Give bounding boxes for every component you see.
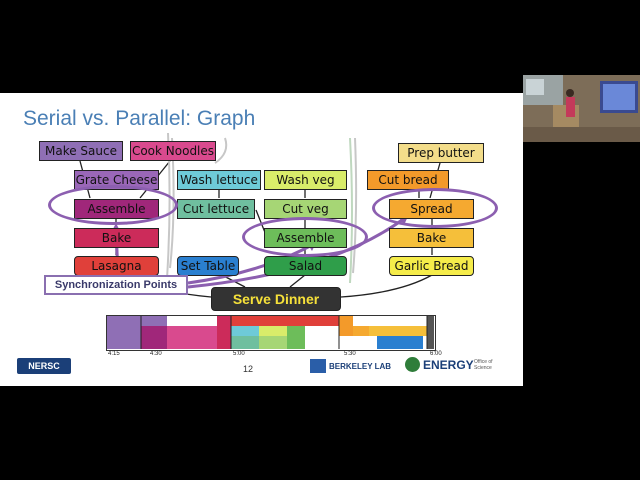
sync-points-label: Synchronization Points xyxy=(44,275,188,295)
sync-ellipse-lasagna xyxy=(48,185,178,225)
timeline-tick-0430: 4:30 xyxy=(150,351,162,357)
berkeley-lab-logo: BERKELEY LAB xyxy=(310,359,391,373)
slide-page-number: 12 xyxy=(243,364,254,374)
task-bake-bread: Bake xyxy=(389,228,474,248)
task-cut-bread: Cut bread xyxy=(367,170,449,190)
timeline-tick-0415: 4:15 xyxy=(108,351,120,357)
task-set-table: Set Table xyxy=(177,256,239,276)
timeline-tick-0600: 6:00 xyxy=(430,351,442,357)
doe-logo: ENERGY xyxy=(405,357,474,372)
task-bake-lasagna: Bake xyxy=(74,228,159,248)
task-cook-noodles: Cook Noodles xyxy=(130,141,216,161)
task-cut-lettuce: Cut lettuce xyxy=(177,199,255,219)
speaker-video-image xyxy=(523,75,640,142)
task-wash-lettuce: Wash lettuce xyxy=(177,170,261,190)
task-cut-veg: Cut veg xyxy=(264,199,347,219)
task-lasagna: Lasagna xyxy=(74,256,159,276)
sync-ellipse-bread xyxy=(372,188,498,228)
doe-seal-icon xyxy=(405,357,420,372)
nersc-logo: NERSC xyxy=(17,358,71,374)
presentation-slide: Serial vs. Parallel: Graph Make Sa xyxy=(0,93,523,386)
berkeley-lab-text: BERKELEY LAB xyxy=(329,361,392,371)
timeline-tick-0500: 5:00 xyxy=(233,351,245,357)
berkeley-mark-icon xyxy=(310,359,326,373)
office-of-science-text: Office of Science xyxy=(474,359,493,371)
task-wash-veg: Wash veg xyxy=(264,170,347,190)
task-salad: Salad xyxy=(264,256,347,276)
serve-dinner-box: Serve Dinner xyxy=(211,287,341,311)
speaker-video-thumbnail xyxy=(523,75,640,142)
timeline-bar xyxy=(106,315,436,351)
task-garlic-bread: Garlic Bread xyxy=(389,256,474,276)
task-make-sauce: Make Sauce xyxy=(39,141,123,161)
sync-ellipse-salad xyxy=(242,217,368,257)
doe-energy-text: ENERGY xyxy=(423,357,474,372)
timeline-tick-0530: 5:30 xyxy=(344,351,356,357)
task-prep-butter: Prep butter xyxy=(398,143,484,163)
slide-title: Serial vs. Parallel: Graph xyxy=(23,107,256,130)
timeline-segments xyxy=(107,316,434,349)
